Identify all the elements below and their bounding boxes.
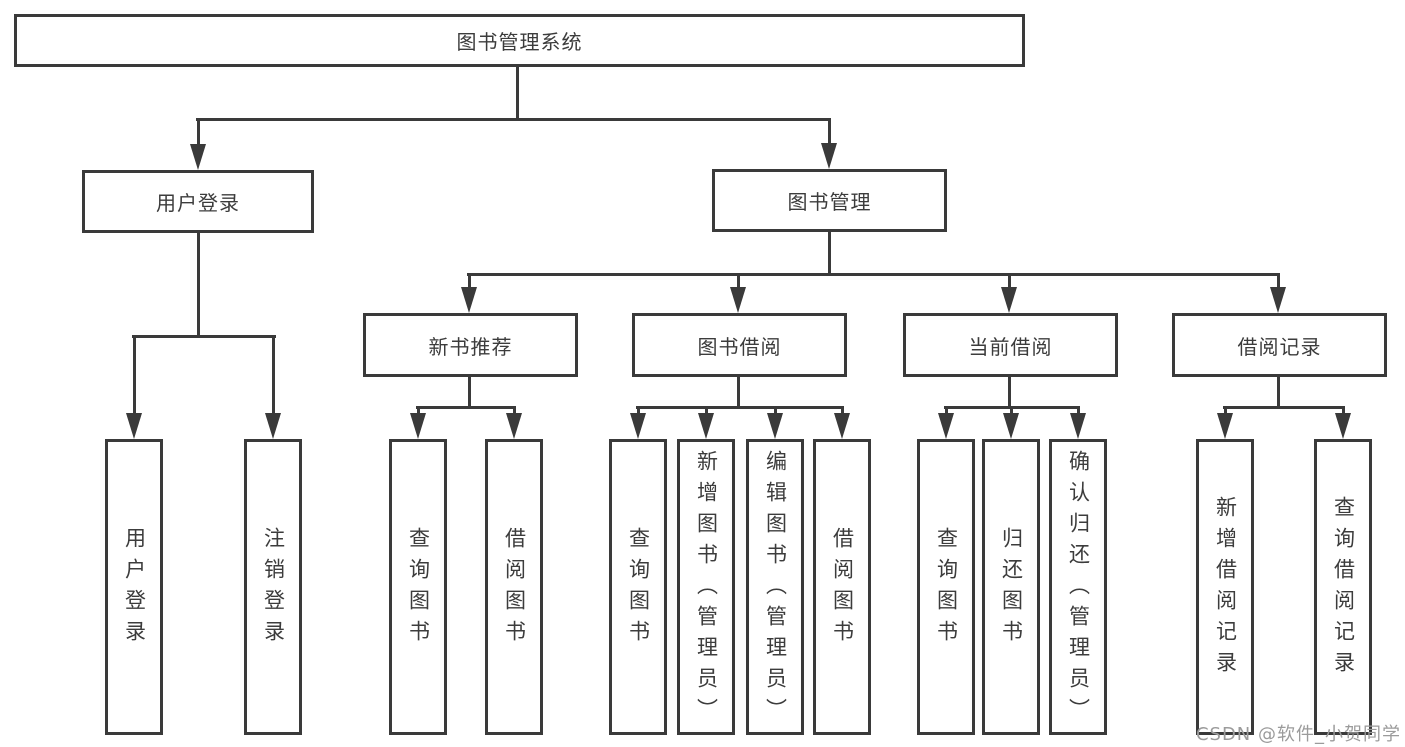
leaf-edit-book-admin-label: 编辑图书（管理员） (763, 449, 788, 729)
connector-book-mgmt-drop (828, 118, 831, 147)
connector-current-stem (1008, 377, 1011, 409)
leaf-query-books-current-label: 查询图书 (934, 527, 959, 651)
leaf-query-books-current: 查询图书 (917, 439, 975, 735)
connector-leaf-query-record-drop (1342, 406, 1345, 417)
arrowhead-user-login (190, 144, 206, 170)
leaf-borrow-books-label: 借阅图书 (830, 527, 855, 651)
connector-level3-rail (467, 273, 1280, 276)
leaf-query-books-borrow: 查询图书 (609, 439, 667, 735)
leaf-return-book-label: 归还图书 (999, 527, 1024, 651)
node-user-login: 用户登录 (82, 170, 314, 233)
leaf-return-book: 归还图书 (982, 439, 1040, 735)
connector-leaf-edit-book-drop (774, 406, 777, 417)
arrowhead-leaf-edit-book (767, 413, 783, 439)
connector-current-drop (1008, 273, 1011, 291)
leaf-add-borrow-record-label: 新增借阅记录 (1213, 496, 1238, 682)
node-user-login-label: 用户登录 (156, 191, 240, 215)
connector-leaf-add-book-drop (705, 406, 708, 417)
node-book-mgmt: 图书管理 (712, 169, 947, 232)
connector-leaf-confirm-drop (1077, 406, 1080, 417)
node-new-book-recommend-label: 新书推荐 (428, 334, 513, 359)
arrowhead-recommend (461, 287, 477, 313)
node-root-label: 图书管理系统 (456, 30, 583, 54)
node-current-borrow-label: 当前借阅 (968, 334, 1053, 359)
connector-user-login-rail (132, 335, 276, 338)
connector-recommend-drop (468, 273, 471, 291)
connector-book-mgmt-stem (828, 232, 831, 276)
arrowhead-leaf-add-record (1217, 413, 1233, 439)
leaf-query-books-borrow-label: 查询图书 (626, 527, 651, 651)
node-borrow-records-label: 借阅记录 (1237, 334, 1322, 359)
connector-leaf-login-drop (133, 335, 136, 417)
arrowhead-current (1001, 287, 1017, 313)
connector-records-drop (1277, 273, 1280, 291)
arrowhead-leaf-query1 (410, 413, 426, 439)
arrowhead-records (1270, 287, 1286, 313)
connector-borrow-drop (737, 273, 740, 291)
connector-user-login-stem (197, 233, 200, 338)
leaf-query-books-recommend-label: 查询图书 (406, 527, 431, 651)
arrowhead-leaf-logout (265, 413, 281, 439)
node-book-borrow-label: 图书借阅 (697, 334, 782, 359)
connector-leaf-query2-drop (637, 406, 640, 417)
node-new-book-recommend: 新书推荐 (363, 313, 578, 377)
arrowhead-leaf-borrow1 (506, 413, 522, 439)
connector-leaf-borrow2-drop (841, 406, 844, 417)
leaf-add-book-admin-label: 新增图书（管理员） (694, 449, 719, 729)
leaf-query-borrow-record-label: 查询借阅记录 (1331, 496, 1356, 682)
leaf-borrow-books-recommend: 借阅图书 (485, 439, 543, 735)
connector-records-rail (1223, 406, 1345, 409)
node-book-borrow: 图书借阅 (632, 313, 847, 377)
connector-user-login-drop (197, 118, 200, 148)
connector-leaf-query1-drop (417, 406, 420, 417)
node-borrow-records: 借阅记录 (1172, 313, 1387, 377)
leaf-user-login: 用户登录 (105, 439, 163, 735)
arrowhead-leaf-query3 (938, 413, 954, 439)
node-book-mgmt-label: 图书管理 (787, 190, 872, 214)
connector-leaf-return-drop (1010, 406, 1013, 417)
leaf-query-borrow-record: 查询借阅记录 (1314, 439, 1372, 735)
arrowhead-leaf-return (1003, 413, 1019, 439)
node-root-system: 图书管理系统 (14, 14, 1025, 67)
connector-level2-rail (196, 118, 831, 121)
leaf-borrow-books-recommend-label: 借阅图书 (502, 527, 527, 651)
leaf-query-books-recommend: 查询图书 (389, 439, 447, 735)
leaf-borrow-books: 借阅图书 (813, 439, 871, 735)
arrowhead-borrow (730, 287, 746, 313)
connector-leaf-query3-drop (945, 406, 948, 417)
connector-recommend-stem (468, 377, 471, 409)
connector-leaf-add-record-drop (1224, 406, 1227, 417)
connector-borrow-stem (737, 377, 740, 409)
connector-leaf-logout-drop (272, 335, 275, 417)
arrowhead-leaf-borrow2 (834, 413, 850, 439)
leaf-logout: 注销登录 (244, 439, 302, 735)
arrowhead-book-mgmt (821, 143, 837, 169)
connector-leaf-borrow1-drop (513, 406, 516, 417)
arrowhead-leaf-login (126, 413, 142, 439)
leaf-user-login-label: 用户登录 (122, 527, 147, 651)
leaf-logout-label: 注销登录 (261, 527, 286, 651)
leaf-confirm-return-admin-label: 确认归还（管理员） (1066, 449, 1091, 729)
connector-records-stem (1277, 377, 1280, 409)
node-current-borrow: 当前借阅 (903, 313, 1118, 377)
leaf-confirm-return-admin: 确认归还（管理员） (1049, 439, 1107, 735)
connector-borrow-rail (636, 406, 844, 409)
connector-recommend-rail (416, 406, 516, 409)
leaf-edit-book-admin: 编辑图书（管理员） (746, 439, 804, 735)
connector-root-stem (516, 67, 519, 121)
leaf-add-book-admin: 新增图书（管理员） (677, 439, 735, 735)
leaf-add-borrow-record: 新增借阅记录 (1196, 439, 1254, 735)
csdn-watermark: CSDN @软件_小贺同学 (1195, 724, 1401, 745)
arrowhead-leaf-query-record (1335, 413, 1351, 439)
arrowhead-leaf-add-book (698, 413, 714, 439)
arrowhead-leaf-confirm (1070, 413, 1086, 439)
arrowhead-leaf-query2 (630, 413, 646, 439)
